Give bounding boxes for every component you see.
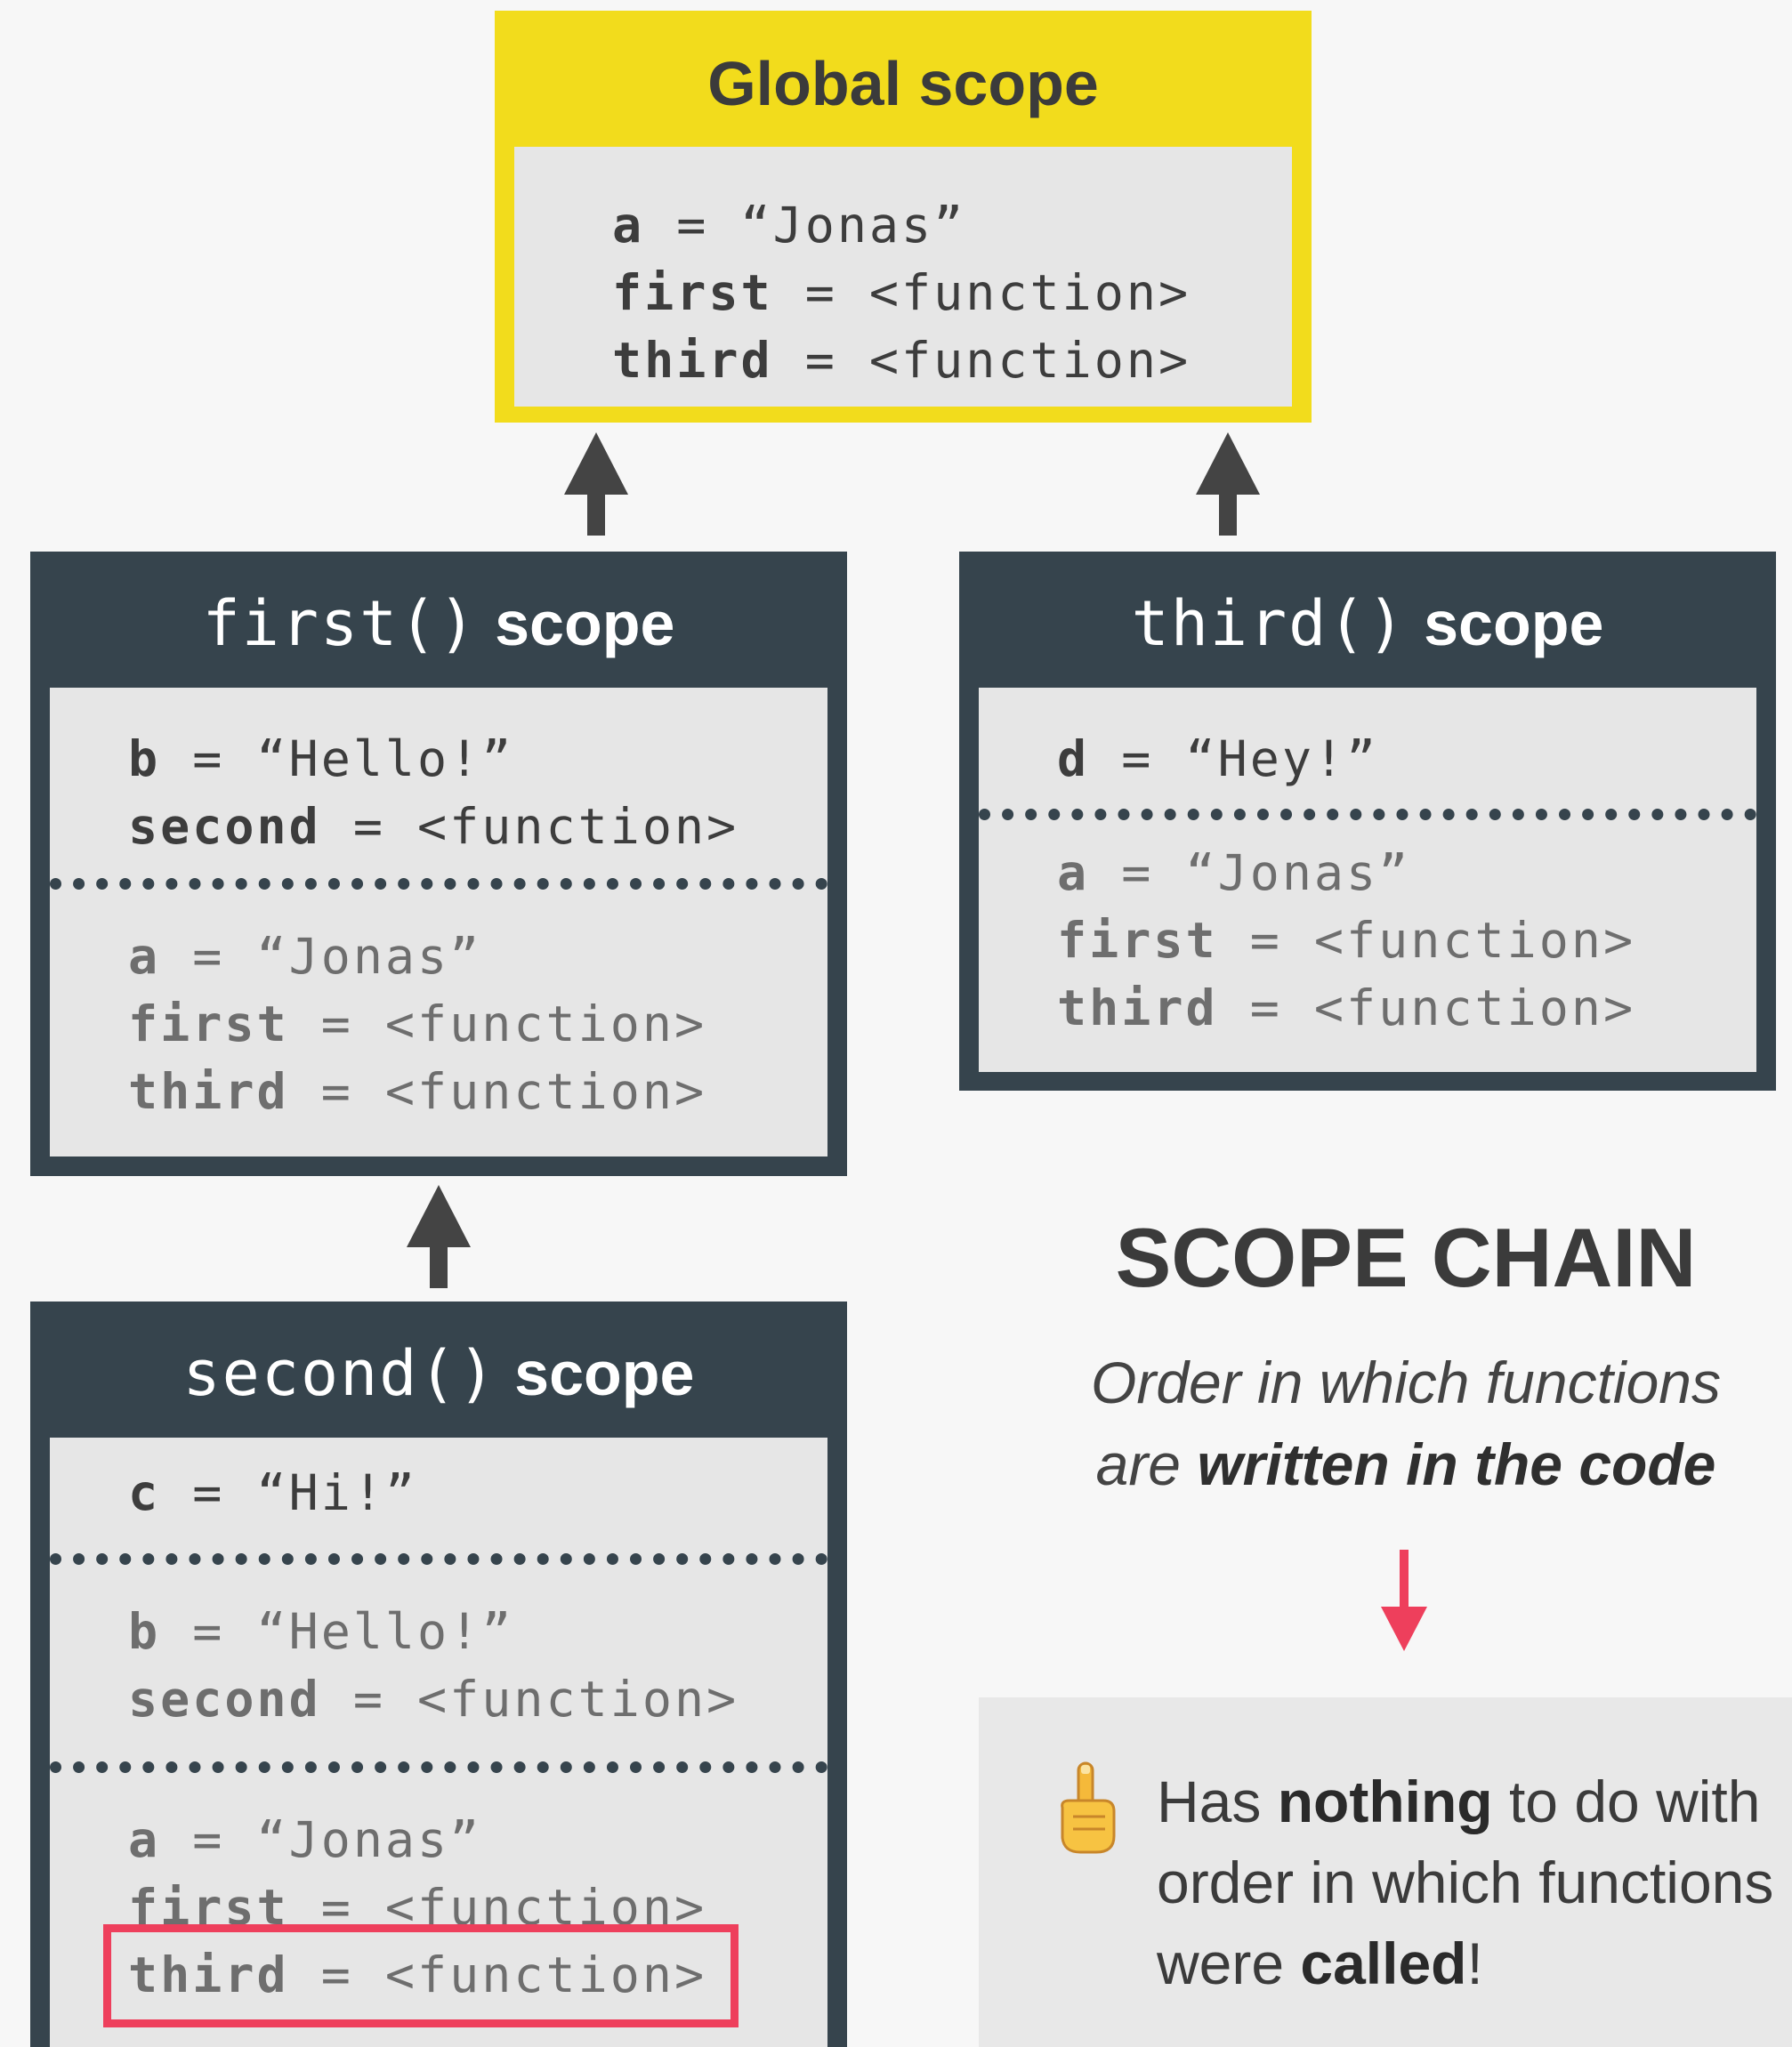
third-scope-own-vars: d = “Hey!” (979, 688, 1756, 812)
global-var-third: third = <function> (612, 332, 1191, 389)
scope-divider (50, 1553, 827, 1565)
var-third: third = <function> (128, 1946, 707, 2003)
var-c: c = “Hi!” (128, 1464, 418, 1521)
var-b: b = “Hello!” (128, 730, 514, 787)
global-var-a: a = “Jonas” (612, 197, 966, 254)
up-arrow-icon (564, 432, 628, 536)
first-scope-inherited-vars: a = “Jonas” first = <function> third = <… (50, 891, 827, 1157)
second-scope-own-vars: c = “Hi!” (50, 1438, 827, 1562)
var-b: b = “Hello!” (128, 1603, 514, 1660)
scope-divider (50, 878, 827, 890)
global-scope-variables: a = “Jonas” first = <function> third = <… (514, 147, 1292, 407)
global-scope-title: Global scope (707, 49, 1099, 118)
scope-chain-heading: SCOPE CHAIN (1115, 1211, 1697, 1304)
second-scope-title: second() scope (182, 1337, 695, 1410)
var-second: second = <function> (128, 1671, 739, 1728)
note-text: Has nothing to do with order in which fu… (1157, 1769, 1774, 1996)
first-scope-own-vars: b = “Hello!” second = <function> (50, 688, 827, 883)
third-scope-box: third() scope d = “Hey!” a = “Jonas” fir… (959, 552, 1776, 1091)
var-a: a = “Jonas” (1057, 844, 1411, 901)
second-scope-vars-from-first: b = “Hello!” second = <function> (50, 1566, 827, 1761)
var-a: a = “Jonas” (128, 928, 482, 985)
third-highlight-box (103, 1924, 739, 2027)
first-scope-box: first() scope b = “Hello!” second = <fun… (30, 552, 847, 1176)
up-arrow-icon (407, 1185, 471, 1288)
third-scope-inherited-vars: a = “Jonas” first = <function> third = <… (979, 821, 1756, 1070)
var-third: third = <function> (1057, 979, 1636, 1036)
first-scope-title: first() scope (202, 587, 675, 660)
global-scope-box: Global scope a = “Jonas” first = <functi… (495, 11, 1312, 423)
down-arrow-icon (1381, 1550, 1427, 1651)
scope-divider (979, 809, 1756, 820)
third-scope-variables: d = “Hey!” a = “Jonas” first = <function… (979, 688, 1756, 1072)
pointing-up-finger-icon (1061, 1761, 1116, 1854)
scope-divider (50, 1761, 827, 1773)
up-arrow-icon (1196, 432, 1260, 536)
note-box: Has nothing to do with order in which fu… (979, 1697, 1792, 2047)
var-third: third = <function> (128, 1063, 707, 1120)
var-d: d = “Hey!” (1057, 730, 1379, 787)
third-scope-title: third() scope (1131, 587, 1604, 660)
scope-chain-subtitle: Order in which functions are written in … (1091, 1350, 1721, 1497)
first-scope-variables: b = “Hello!” second = <function> a = “Jo… (50, 688, 827, 1156)
var-first: first = <function> (128, 995, 707, 1052)
global-var-first: first = <function> (612, 264, 1191, 321)
var-a: a = “Jonas” (128, 1811, 482, 1868)
var-first: first = <function> (1057, 912, 1636, 969)
var-second: second = <function> (128, 798, 739, 855)
